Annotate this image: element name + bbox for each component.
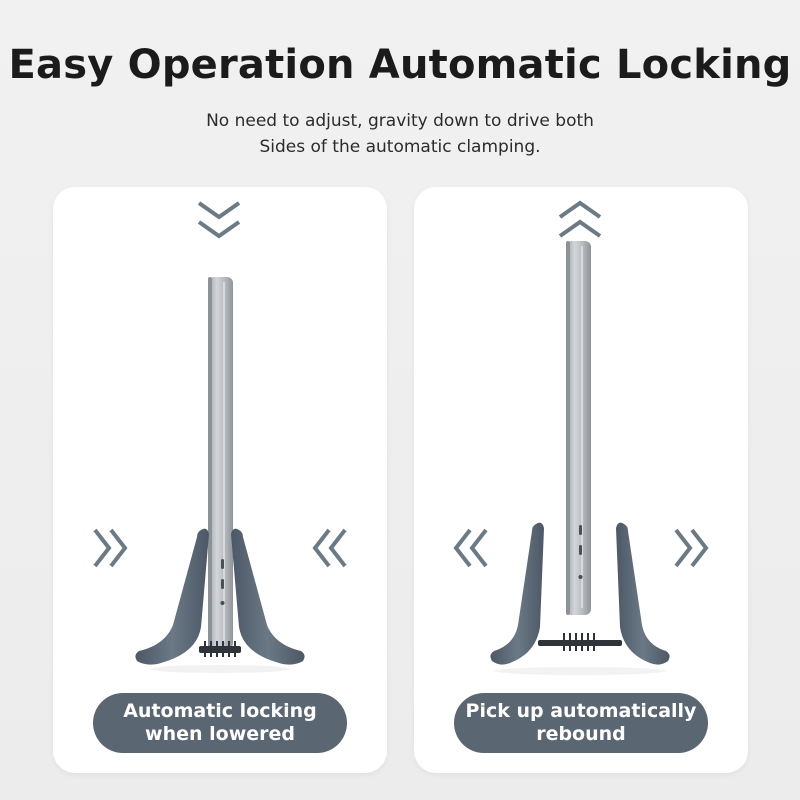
caption-pill: Pick up automatically rebound <box>454 693 708 753</box>
caption-line-2: rebound <box>536 723 626 745</box>
locking-illustration <box>93 201 347 673</box>
page-title: Easy Operation Automatic Locking <box>8 42 792 88</box>
rebound-illustration <box>453 200 709 675</box>
double-chevron-left-icon <box>312 528 347 568</box>
double-chevron-right-icon <box>93 528 128 568</box>
subtitle-line-1: No need to adjust, gravity down to drive… <box>206 111 594 131</box>
laptop-stand <box>490 522 670 675</box>
caption-line-1: Automatic locking <box>123 700 317 722</box>
laptop <box>208 277 233 649</box>
caption-line-2: when lowered <box>145 723 295 745</box>
panel-automatic-locking: Automatic locking when lowered <box>53 187 387 773</box>
laptop-stand <box>135 528 305 673</box>
caption-line-1: Pick up automatically <box>465 700 697 722</box>
double-chevron-up-icon <box>558 200 602 238</box>
double-chevron-left-icon <box>453 528 488 568</box>
laptop <box>566 241 591 615</box>
double-chevron-down-icon <box>197 201 241 239</box>
panel-automatic-rebound: Pick up automatically rebound <box>414 187 748 773</box>
caption-pill: Automatic locking when lowered <box>93 693 347 753</box>
subtitle-line-2: Sides of the automatic clamping. <box>259 137 541 157</box>
double-chevron-right-icon <box>674 528 709 568</box>
